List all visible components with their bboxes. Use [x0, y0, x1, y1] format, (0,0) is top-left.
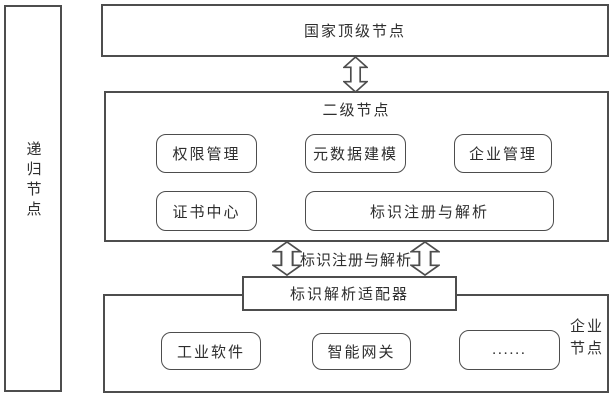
- national-top-node-box: 国家顶级节点: [101, 4, 609, 57]
- module-label: ......: [492, 341, 527, 358]
- adapter-box: 标识解析适配器: [242, 276, 457, 311]
- adapter-label: 标识解析适配器: [289, 287, 409, 303]
- double-arrow-icon: [410, 241, 440, 276]
- module-industrial-software: 工业软件: [161, 332, 261, 370]
- module-metadata-modeling: 元数据建模: [305, 134, 406, 173]
- module-label: 权限管理: [172, 147, 241, 163]
- module-permission-management: 权限管理: [156, 134, 257, 173]
- module-label: 标识注册与解析: [369, 204, 489, 221]
- second-level-node-box: 二级节点 权限管理 元数据建模 企业管理 证书中心 标识注册与解析: [104, 91, 609, 242]
- national-top-node-label: 国家顶级节点: [303, 24, 406, 40]
- double-arrow-icon: [343, 56, 368, 93]
- second-level-node-label: 二级节点: [322, 103, 391, 119]
- link-label: 标识注册与解析: [300, 253, 413, 269]
- module-label: 证书中心: [172, 204, 241, 221]
- enterprise-node-label: 企业节点: [569, 319, 604, 357]
- module-label: 工业软件: [176, 344, 245, 361]
- module-label: 企业管理: [468, 147, 537, 163]
- module-label: 元数据建模: [312, 147, 398, 163]
- module-certificate-center: 证书中心: [156, 191, 257, 231]
- recursive-node-box: 递归节点: [4, 5, 62, 392]
- module-id-register-resolve: 标识注册与解析: [305, 191, 554, 231]
- module-ellipsis: ......: [459, 330, 560, 370]
- module-smart-gateway: 智能网关: [312, 333, 411, 370]
- module-enterprise-management: 企业管理: [454, 134, 552, 173]
- module-label: 智能网关: [327, 345, 396, 361]
- recursive-node-label: 递归节点: [24, 140, 41, 221]
- double-arrow-icon: [272, 241, 302, 276]
